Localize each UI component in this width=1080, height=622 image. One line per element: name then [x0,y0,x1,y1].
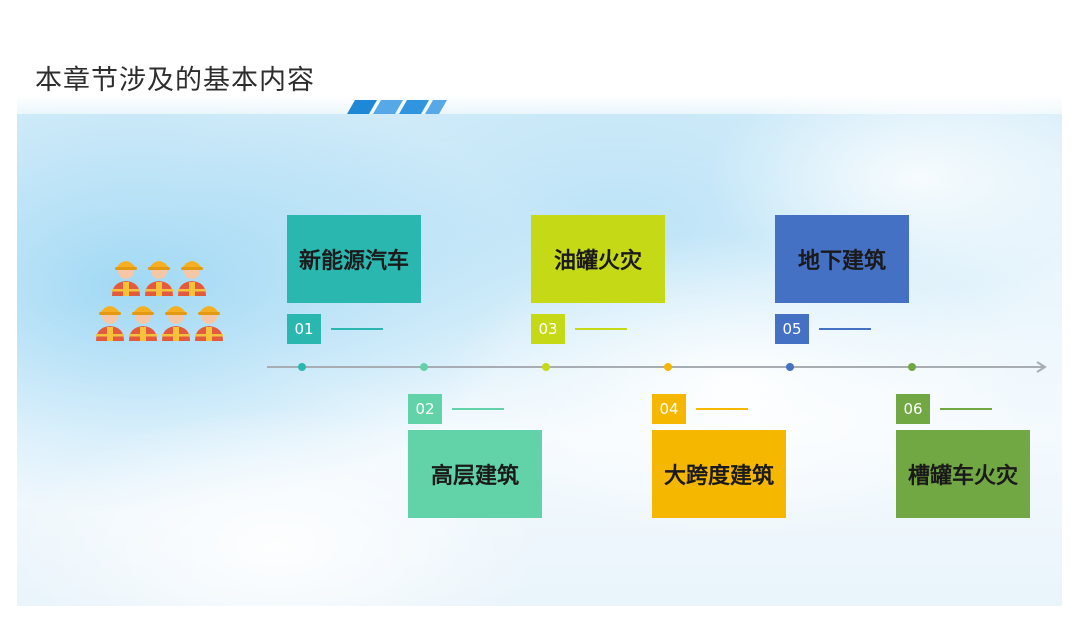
topic-label: 地下建筑 [797,249,886,274]
topic-label: 高层建筑 [430,464,519,489]
timeline-dot-03 [542,363,550,371]
topic-box-01[interactable]: 新能源汽车 [287,215,421,303]
item-number-line [819,328,871,330]
topic-label: 大跨度建筑 [663,464,774,489]
item-number-02: 02 [408,394,442,424]
item-number-line [452,408,504,410]
timeline-dot-05 [786,363,794,371]
topic-box-02[interactable]: 高层建筑 [408,430,542,518]
item-number-line [940,408,992,410]
title-bar: 本章节涉及的基本内容 [17,28,1062,114]
item-number-line [331,328,383,330]
item-number-line [575,328,627,330]
item-number-line [696,408,748,410]
slide-background: 本章节涉及的基本内容 [17,28,1062,606]
topic-label: 油罐火灾 [553,249,642,274]
topic-box-04[interactable]: 大跨度建筑 [652,430,786,518]
item-number-04: 04 [652,394,686,424]
title-stripes-decoration [347,100,447,114]
timeline-dot-04 [664,363,672,371]
timeline-dot-01 [298,363,306,371]
topic-label: 槽罐车火灾 [907,464,1018,489]
timeline-dot-06 [908,363,916,371]
topic-box-03[interactable]: 油罐火灾 [531,215,665,303]
item-number-01: 01 [287,314,321,344]
page-title: 本章节涉及的基本内容 [35,65,315,96]
timeline-dot-02 [420,363,428,371]
topic-box-05[interactable]: 地下建筑 [775,215,909,303]
item-number-06: 06 [896,394,930,424]
item-number-05: 05 [775,314,809,344]
topic-label: 新能源汽车 [298,249,409,274]
topic-box-06[interactable]: 槽罐车火灾 [896,430,1030,518]
timeline-axis [267,361,1047,373]
item-number-03: 03 [531,314,565,344]
